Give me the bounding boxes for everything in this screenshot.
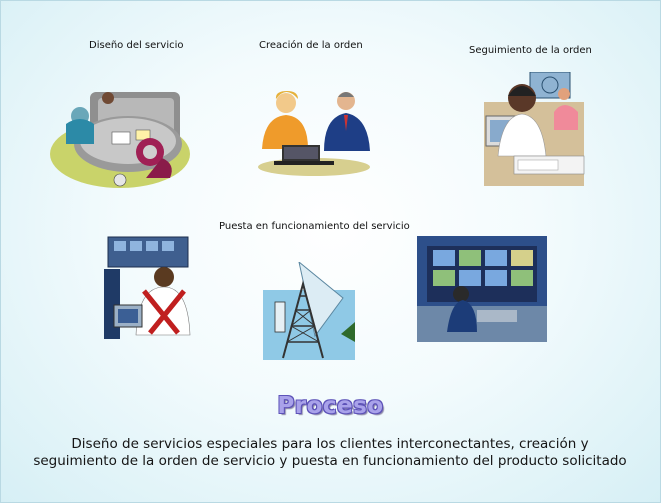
control-room-clipart [417, 236, 547, 342]
label-puesta: Puesta en funcionamiento del servicio [219, 221, 410, 232]
process-title: Proceso [277, 393, 384, 419]
label-creacion: Creación de la orden [259, 40, 363, 51]
antenna-tower-clipart [263, 262, 355, 360]
two-people-laptop-clipart [258, 91, 370, 176]
meeting-table-clipart [50, 92, 190, 188]
server-operator-clipart [104, 236, 191, 339]
label-seguimiento: Seguimiento de la orden [469, 45, 592, 56]
process-description: Diseño de servicios especiales para los … [33, 436, 627, 469]
call-center-agent-clipart [484, 72, 585, 186]
label-diseno: Diseño del servicio [89, 40, 184, 51]
